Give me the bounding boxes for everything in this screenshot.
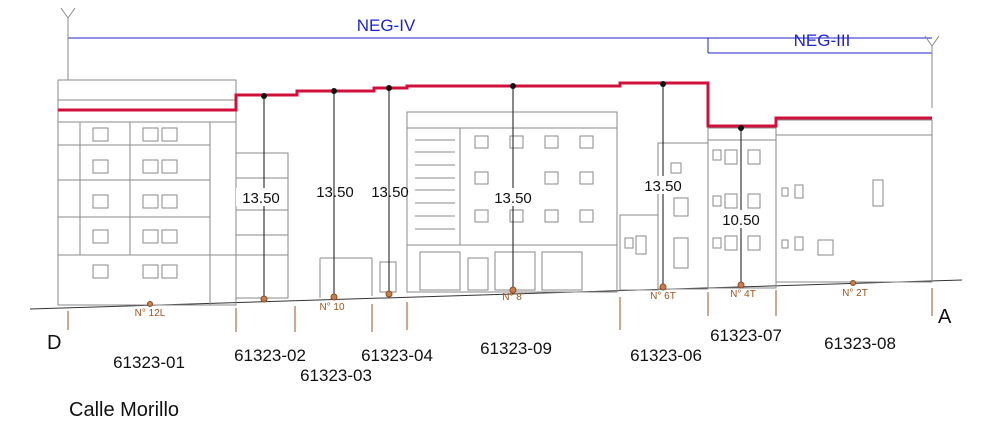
parcel-labels: 61323-01 61323-02 61323-03 61323-04 6132…: [113, 326, 896, 385]
neg-bands: NEG-IV NEG-III: [68, 16, 932, 54]
end-markers: [60, 7, 940, 108]
parcel-label-03: 61323-03: [300, 366, 372, 385]
parcel-label-09: 61323-09: [480, 339, 552, 358]
parcel-label-08: 61323-08: [824, 334, 896, 353]
street-number-4t: N° 4T: [730, 289, 756, 300]
parcel-label-02: 61323-02: [234, 346, 306, 365]
height-labels: 13.50 13.50 13.50 13.50 13.50 10.50: [236, 176, 764, 229]
band-label-neg-iii: NEG-III: [794, 31, 851, 50]
street-name: Calle Morillo: [69, 399, 179, 421]
height-label-5: 13.50: [644, 178, 682, 195]
street-number-6t: N° 6T: [650, 291, 676, 302]
height-label-2: 13.50: [316, 184, 354, 201]
height-label-1: 13.50: [242, 190, 280, 207]
street-number-10: N° 10: [319, 302, 345, 313]
street-number-12l: N° 12L: [135, 308, 166, 319]
end-label-right: A: [938, 306, 952, 328]
height-label-3: 13.50: [371, 184, 409, 201]
ground-markers: [147, 280, 856, 307]
street-numbers: N° 12L N° 10 N° 8 N° 6T N° 4T N° 2T: [135, 288, 868, 319]
parcel-label-07: 61323-07: [710, 326, 782, 345]
street-number-2t: N° 2T: [842, 288, 868, 299]
height-label-6: 10.50: [722, 212, 760, 229]
height-label-4: 13.50: [494, 190, 532, 207]
parcel-label-04: 61323-04: [361, 346, 433, 365]
band-label-neg-iv: NEG-IV: [357, 16, 416, 35]
dimension-endpoints: [261, 81, 744, 131]
end-label-left: D: [47, 332, 61, 354]
ground-line: [29, 279, 963, 310]
buildings: [57, 79, 933, 306]
parcel-label-06: 61323-06: [630, 346, 702, 365]
parcel-ticks: [67, 288, 933, 332]
street-number-8: N° 8: [502, 292, 522, 303]
parcel-label-01: 61323-01: [113, 353, 185, 372]
